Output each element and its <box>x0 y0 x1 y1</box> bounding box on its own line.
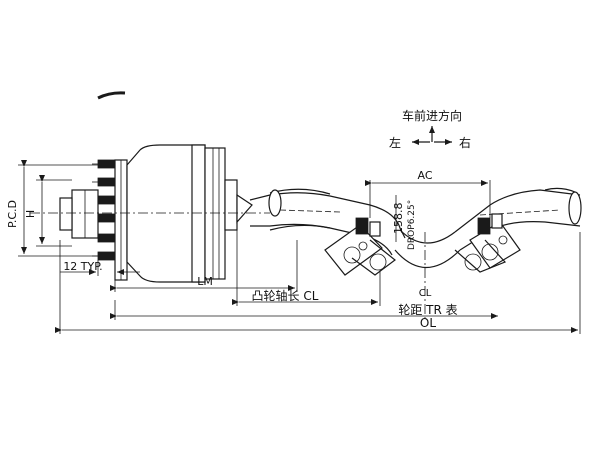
dim-cam-length: 凸轮轴长 CL <box>232 230 381 306</box>
dim-lm: LM <box>110 240 298 292</box>
spring-seat-right <box>454 213 521 273</box>
left-label: 左 <box>389 135 401 150</box>
dim-track: 轮距 TR 表 <box>110 300 498 320</box>
axle-tube-right-end <box>568 191 582 225</box>
right-label: 右 <box>459 135 471 150</box>
cam-length-label: 凸轮轴长 CL <box>252 288 319 303</box>
lm-label: LM <box>197 275 213 288</box>
axle-beam <box>249 187 582 269</box>
center-mark: CL <box>419 232 432 322</box>
h-label: H <box>24 210 37 218</box>
ol-label: OL <box>420 316 436 330</box>
track-label: 轮距 TR 表 <box>398 303 457 317</box>
height-158-label: 158.8 <box>392 203 405 235</box>
axle-drop-section <box>399 229 456 244</box>
typ-label: 12 TYP. <box>63 260 102 273</box>
drop-label: DROP6.25° <box>407 200 417 250</box>
dim-drop: 158.8 DROP6.25° <box>392 195 417 250</box>
dim-h: H <box>24 175 72 247</box>
dim-typ: 12 TYP. <box>60 260 140 276</box>
ac-label: AC <box>417 169 432 182</box>
direction-title: 车前进方向 <box>402 108 462 123</box>
dim-pcd: P.C.D <box>6 160 98 257</box>
spring-seat-left <box>324 217 396 276</box>
direction-indicator: 车前进方向 左 右 <box>389 108 471 150</box>
pcd-label: P.C.D <box>6 200 19 228</box>
corner-arc <box>97 91 126 100</box>
wheel-hub <box>30 144 270 283</box>
cl-mark-label: CL <box>419 288 432 299</box>
dim-ac: AC <box>365 169 491 218</box>
